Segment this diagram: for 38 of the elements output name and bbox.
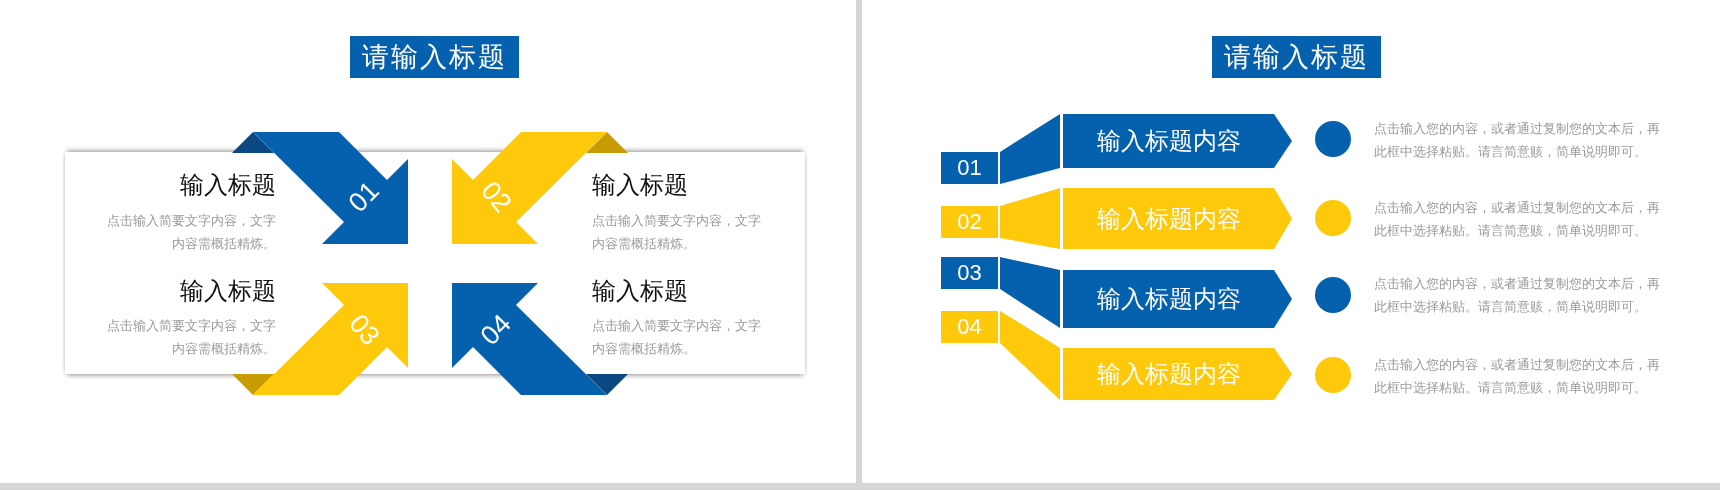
pentagon-banner bbox=[1063, 270, 1292, 328]
connector-band bbox=[1000, 311, 1060, 400]
circle-marker bbox=[1315, 357, 1351, 393]
number-tab: 02 bbox=[941, 206, 998, 238]
number-tab: 01 bbox=[941, 152, 998, 184]
step-number: 04 bbox=[475, 309, 517, 351]
banner-title: 输入标题内容 bbox=[1096, 126, 1241, 156]
item-heading: 输入标题 bbox=[592, 170, 688, 200]
description-text: 点击输入简要文字内容，文字内容需概括精炼。 bbox=[106, 317, 276, 358]
description-text: 点击输入简要文字内容，文字内容需概括精炼。 bbox=[592, 212, 762, 253]
step-number: 03 bbox=[344, 309, 384, 351]
connector-band bbox=[1000, 114, 1060, 184]
number-tab: 03 bbox=[941, 257, 998, 289]
pentagon-banner bbox=[1063, 114, 1292, 168]
step-number: 02 bbox=[476, 176, 516, 218]
item-heading: 输入标题 bbox=[592, 276, 688, 306]
title-banner: 请输入标题 bbox=[1212, 36, 1381, 78]
connector-band bbox=[1000, 257, 1060, 328]
description-text: 点击输入简要文字内容，文字内容需概括精炼。 bbox=[592, 317, 762, 358]
circle-marker bbox=[1315, 200, 1351, 236]
item-heading: 输入标题 bbox=[180, 170, 276, 200]
circle-marker bbox=[1315, 121, 1351, 157]
banner-title: 输入标题内容 bbox=[1096, 203, 1241, 234]
circle-marker bbox=[1315, 277, 1351, 313]
pentagon-banner bbox=[1063, 348, 1292, 400]
description-text: 点击输入您的内容，或者通过复制您的文本后，再此框中选择粘贴。请言简意赅，简单说明即可。 bbox=[1374, 356, 1661, 397]
title-banner: 请输入标题 bbox=[350, 36, 519, 78]
description-text: 点击输入您的内容，或者通过复制您的文本后，再此框中选择粘贴。请言简意赅，简单说明即可。 bbox=[1374, 120, 1661, 161]
banner-title: 输入标题内容 bbox=[1096, 359, 1241, 389]
description-text: 点击输入您的内容，或者通过复制您的文本后，再此框中选择粘贴。请言简意赅，简单说明即可。 bbox=[1374, 275, 1661, 316]
description-text: 点击输入简要文字内容，文字内容需概括精炼。 bbox=[106, 212, 276, 253]
number-tab: 04 bbox=[941, 311, 998, 343]
banner-title: 输入标题内容 bbox=[1096, 284, 1241, 314]
description-text: 点击输入您的内容，或者通过复制您的文本后，再此框中选择粘贴。请言简意赅，简单说明即可。 bbox=[1374, 199, 1661, 240]
step-number: 01 bbox=[343, 176, 385, 218]
item-heading: 输入标题 bbox=[180, 276, 276, 306]
connector-band bbox=[1000, 188, 1060, 249]
pentagon-banner bbox=[1063, 188, 1292, 249]
